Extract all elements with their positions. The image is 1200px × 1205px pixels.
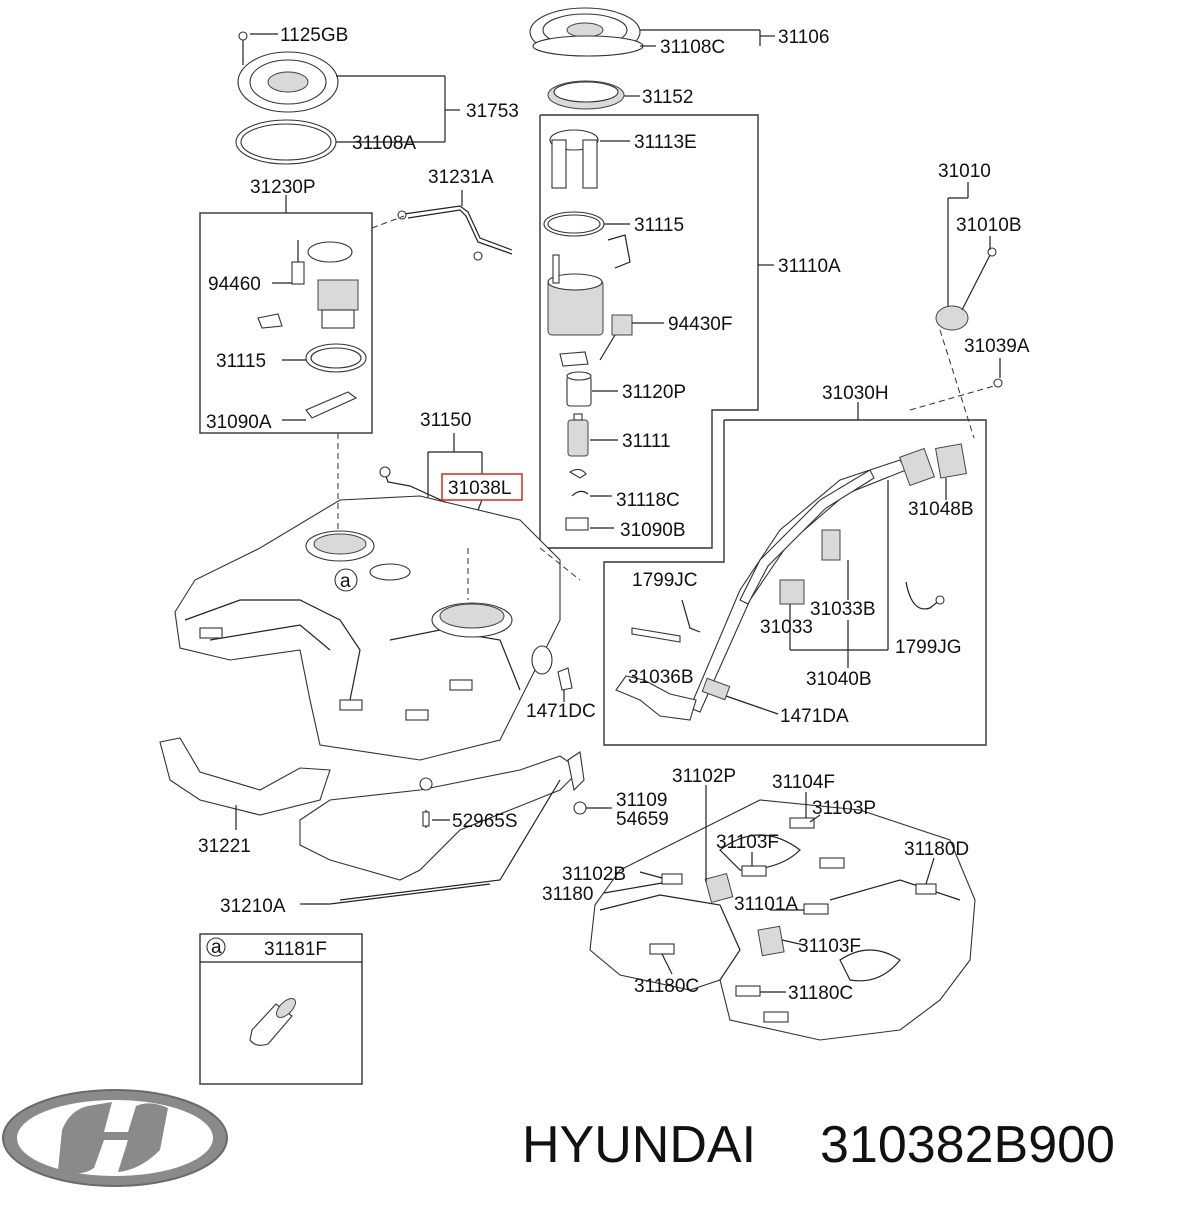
label-31150: 31150: [420, 410, 471, 431]
label-31103F-lower: 31103F: [798, 936, 861, 957]
label-31180D: 31180D: [904, 839, 969, 860]
label-31115-left: 31115: [216, 351, 266, 372]
label-31038L: 31038L: [448, 478, 511, 499]
label-31120P: 31120P: [622, 382, 686, 403]
label-52965S: 52965S: [452, 811, 518, 832]
label-31102P: 31102P: [672, 766, 736, 787]
label-31033B: 31033B: [810, 599, 876, 620]
label-1799JG: 1799JG: [895, 637, 962, 658]
fuel-tank-bottom-view: [589, 785, 976, 1041]
label-31230P: 31230P: [250, 177, 316, 198]
inset-a-label: a: [211, 937, 222, 958]
fuel-tank-main: [174, 433, 581, 761]
label-31048B: 31048B: [908, 499, 974, 520]
label-31010B: 31010B: [956, 215, 1022, 236]
label-31103P: 31103P: [812, 798, 876, 819]
label-31106: 31106: [778, 27, 829, 48]
highlight-31038L: 31038L: [441, 473, 523, 501]
label-31104F: 31104F: [772, 772, 835, 793]
label-31231A: 31231A: [428, 167, 494, 188]
label-31101A: 31101A: [734, 894, 798, 915]
label-31118C: 31118C: [616, 490, 680, 511]
cover-assembly-31106: [529, 7, 775, 110]
brand-name: HYUNDAI: [522, 1116, 756, 1174]
label-31102B: 31102B: [562, 864, 626, 885]
label-54659: 54659: [616, 809, 669, 830]
label-1471DA: 1471DA: [780, 706, 849, 727]
label-31030H: 31030H: [822, 383, 889, 404]
label-31115-upper: 31115: [634, 215, 684, 236]
label-31040B: 31040B: [806, 669, 872, 690]
label-31090B: 31090B: [620, 520, 686, 541]
label-31110A: 31110A: [778, 256, 841, 277]
label-31180: 31180: [542, 884, 593, 905]
label-31111: 31111: [622, 431, 671, 452]
label-31036B: 31036B: [628, 667, 694, 688]
label-31108C: 31108C: [660, 37, 725, 58]
label-31103F-upper: 31103F: [716, 832, 779, 853]
inset-box-31181F: [199, 933, 363, 1085]
filler-neck-box-31030H: [603, 402, 987, 746]
label-31181F: 31181F: [264, 939, 327, 960]
hyundai-logo: [2, 1089, 228, 1187]
cover-plate-31753: [235, 31, 460, 165]
label-31108A: 31108A: [352, 133, 416, 154]
label-94460: 94460: [208, 274, 261, 295]
label-a-callout: a: [340, 571, 351, 592]
straps-31221: [159, 667, 612, 905]
label-31090A: 31090A: [206, 412, 272, 433]
pump-module-box-31110A: [539, 114, 774, 549]
label-1125GB: 1125GB: [280, 25, 348, 46]
label-31210A: 31210A: [220, 896, 286, 917]
label-31180C-left: 31180C: [634, 976, 699, 997]
sender-box-31230P: [199, 190, 513, 434]
label-31180C-right: 31180C: [788, 983, 853, 1004]
part-number: 310382B900: [820, 1116, 1115, 1174]
label-1471DC: 1471DC: [526, 701, 596, 722]
label-31753: 31753: [466, 101, 519, 122]
label-31033: 31033: [760, 617, 813, 638]
label-31039A: 31039A: [964, 336, 1030, 357]
label-31221: 31221: [198, 836, 251, 857]
label-1799JC: 1799JC: [632, 570, 698, 591]
label-31109: 31109: [616, 790, 667, 811]
label-94430F: 94430F: [668, 314, 732, 335]
label-31113E: 31113E: [634, 132, 697, 153]
label-31152: 31152: [642, 87, 693, 108]
label-31010: 31010: [938, 161, 991, 182]
